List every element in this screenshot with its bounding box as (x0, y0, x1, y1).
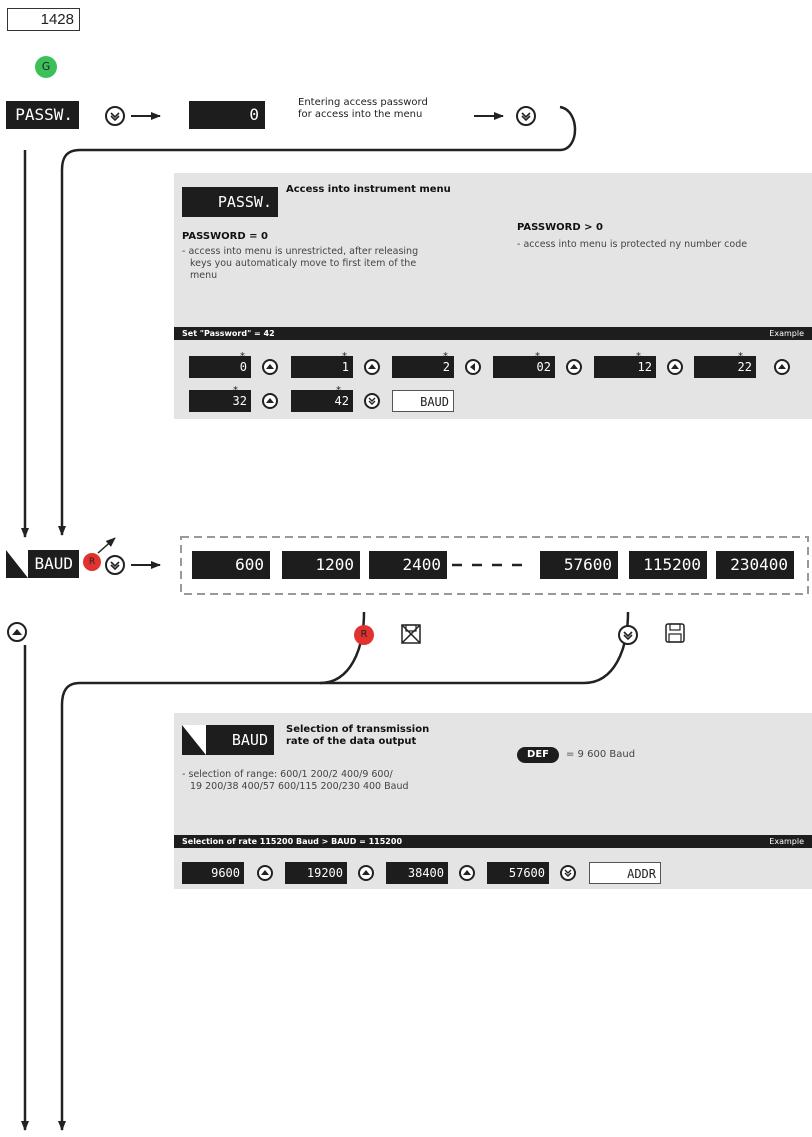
example-display: 32 (189, 390, 251, 412)
up-key-icon[interactable] (774, 359, 790, 375)
baud-option[interactable]: 57600 (540, 551, 618, 579)
example-display: 19200 (285, 862, 347, 884)
example-next-display: ADDR (589, 862, 661, 884)
baud-option[interactable]: 230400 (716, 551, 794, 579)
baud-display: BAUD (6, 550, 79, 578)
up-key-icon[interactable] (459, 865, 475, 881)
reset-dot: R (83, 553, 101, 571)
default-badge: DEF (517, 747, 559, 763)
example-display: 1 (291, 356, 353, 378)
baud-option[interactable]: 1200 (282, 551, 360, 579)
baud-option[interactable]: 2400 (369, 551, 447, 579)
up-key-icon[interactable] (667, 359, 683, 375)
down-key-icon[interactable] (364, 393, 380, 409)
up-key-icon[interactable] (358, 865, 374, 881)
down-key-icon[interactable] (618, 625, 638, 645)
password-zero-text: - access into menu is unrestricted, afte… (182, 246, 419, 281)
example-display: 12 (594, 356, 656, 378)
baud-info-box (174, 713, 812, 889)
passw-info-box (174, 173, 812, 419)
blink-icon: ⁎ (636, 348, 641, 359)
save-icon (664, 622, 686, 648)
blink-icon: ⁎ (535, 348, 540, 359)
up-key-icon[interactable] (262, 359, 278, 375)
baud-box-title: Selection of transmission rate of the da… (286, 724, 430, 747)
blink-icon: ⁎ (233, 382, 238, 393)
blink-icon: ⁎ (443, 348, 448, 359)
password-positive-text: - access into menu is protected ny numbe… (517, 239, 748, 250)
password-positive-heading: PASSWORD > 0 (517, 222, 603, 233)
up-key-icon[interactable] (257, 865, 273, 881)
page-number: 1428 (7, 8, 80, 31)
example-display: 0 (189, 356, 251, 378)
down-key-icon[interactable] (560, 865, 576, 881)
green-status-dot: G (35, 56, 57, 78)
baud-option[interactable]: 600 (192, 551, 270, 579)
up-key-icon[interactable] (262, 393, 278, 409)
up-key-icon[interactable] (364, 359, 380, 375)
up-key-icon[interactable] (7, 622, 27, 642)
left-key-icon[interactable] (465, 359, 481, 375)
blink-icon: ⁎ (738, 348, 743, 359)
baud-range-text: - selection of range: 600/1 200/2 400/9 … (182, 769, 409, 792)
up-key-icon[interactable] (566, 359, 582, 375)
password-zero-heading: PASSWORD = 0 (182, 231, 268, 242)
baud-option[interactable]: 115200 (629, 551, 707, 579)
blink-icon: ⁎ (342, 348, 347, 359)
example-display: 38400 (386, 862, 448, 884)
example-display: 02 (493, 356, 555, 378)
no-save-icon (400, 623, 422, 649)
passw-box-title: Access into instrument menu (286, 184, 451, 195)
example-display: 42 (291, 390, 353, 412)
password-value-display: 0 (189, 101, 265, 129)
example-display: 57600 (487, 862, 549, 884)
example-display: 9600 (182, 862, 244, 884)
passw-display: PASSW. (6, 101, 79, 129)
blink-icon: ⁎ (336, 382, 341, 393)
blink-icon: ⁎ (240, 348, 245, 359)
down-key-icon[interactable] (105, 555, 125, 575)
passw-box-display: PASSW. (182, 187, 278, 217)
baud-box-display: BAUD (182, 725, 274, 755)
passw-example-bar: Set "Password" = 42 Example (174, 327, 812, 340)
down-key-icon[interactable] (105, 106, 125, 126)
reset-dot: R (354, 625, 374, 645)
baud-example-bar: Selection of rate 115200 Baud > BAUD = 1… (174, 835, 812, 848)
example-next-display: BAUD (392, 390, 454, 412)
example-display: 22 (694, 356, 756, 378)
default-value-text: = 9 600 Baud (566, 749, 636, 760)
example-display: 2 (392, 356, 454, 378)
password-description: Entering access password for access into… (298, 97, 428, 120)
down-key-icon[interactable] (516, 106, 536, 126)
